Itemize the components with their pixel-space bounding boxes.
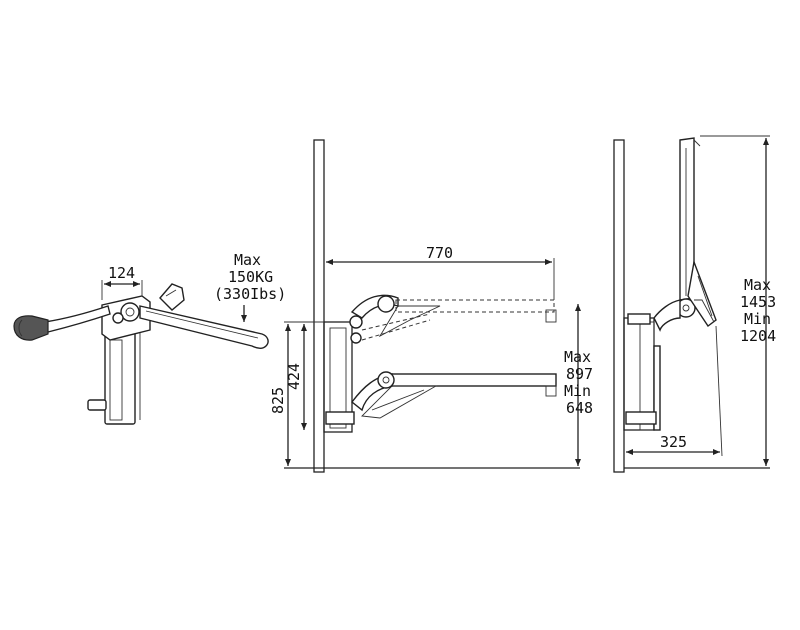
side-height-min-label: Min	[564, 382, 591, 400]
grab-bar-end-cap	[13, 315, 49, 341]
grab-bar-left-arm	[44, 305, 111, 333]
product-perspective-view: 124 Max 150KG (330Ibs)	[13, 251, 286, 425]
max-load-label: Max	[234, 251, 261, 269]
wall-section	[313, 139, 325, 473]
folded-wall-section	[613, 139, 625, 473]
grab-bar-right-arm	[139, 305, 269, 349]
folded-height-max-value: 1453	[740, 293, 776, 311]
max-load-lbs-label: (330Ibs)	[214, 285, 286, 303]
width-dimension-label: 124	[108, 264, 135, 282]
side-view-drawing: 770 825 424 Max 897 Min 648	[269, 139, 593, 473]
wall-plate	[104, 327, 136, 425]
side-height-max-label: Max	[564, 348, 591, 366]
folded-height-min-value: 1204	[740, 327, 776, 345]
folded-view-drawing: Max 1453 Min 1204 325	[613, 135, 776, 473]
plate-height-dimension-label: 424	[285, 363, 303, 390]
folded-height-max-label: Max	[744, 276, 771, 294]
length-dimension-label: 770	[426, 244, 453, 262]
max-load-kg-label: 150KG	[228, 268, 273, 286]
side-height-max-value: 897	[566, 365, 593, 383]
folded-height-min-label: Min	[744, 310, 771, 328]
total-height-dimension-label: 825	[269, 387, 287, 414]
grab-bar-top-knob	[159, 283, 185, 311]
folded-depth-dimension-label: 325	[660, 433, 687, 451]
side-height-min-value: 648	[566, 399, 593, 417]
